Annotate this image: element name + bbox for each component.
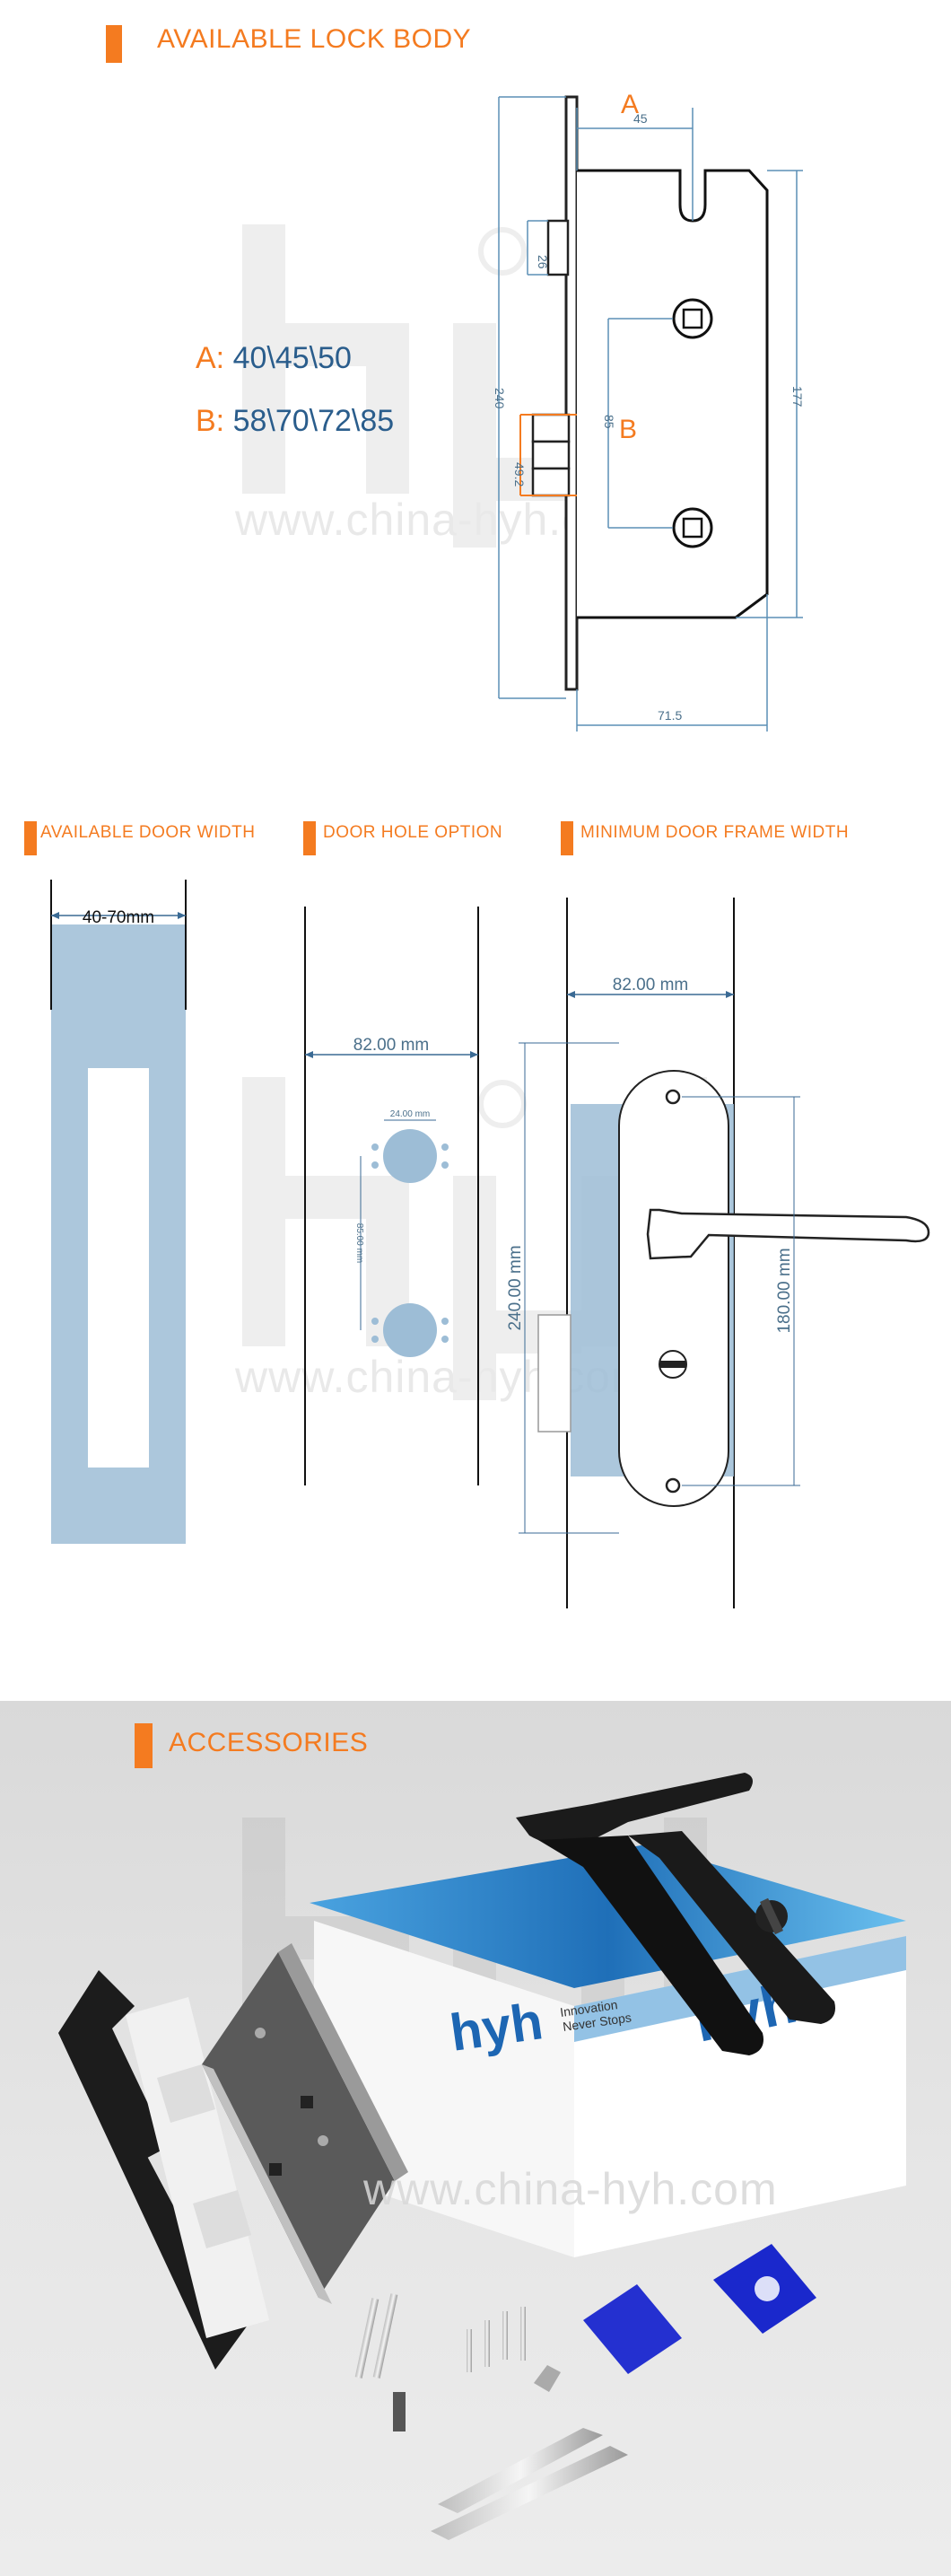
dim-240: 240 — [493, 388, 507, 409]
section-title-door-hole: DOOR HOLE OPTION — [323, 823, 503, 842]
section-title-accessories: ACCESSORIES — [169, 1728, 369, 1757]
door-hole-spacing: 24.00 mm — [390, 1109, 430, 1119]
watermark-url: www.china-hyh.com — [363, 2164, 778, 2214]
accessories-section: ACCESSORIES hyh hyh — [0, 1701, 951, 2576]
dim-85: 85 — [602, 415, 616, 429]
frame-width-value: 82.00 mm — [613, 976, 688, 994]
accessories-illustration: hyh hyh Innovation Never Stops — [58, 1773, 906, 2540]
option-b-row: B: 58\70\72\85 — [196, 404, 394, 439]
option-a-key: A: — [196, 341, 225, 375]
dim-49-2: 49.2 — [512, 462, 527, 486]
section-marker-frame-width — [561, 821, 573, 855]
lock-body-diagram: 45 26 240 177 85 49.2 71.5 A B — [493, 90, 805, 732]
section-marker-accessories — [135, 1723, 153, 1768]
option-b-values: 58\70\72\85 — [232, 404, 395, 438]
dim-177: 177 — [790, 386, 805, 407]
door-width-range: 40-70mm — [83, 908, 154, 927]
section-marker-lock-body — [106, 25, 122, 63]
dim-45: 45 — [633, 111, 648, 126]
label-a: A — [621, 90, 639, 119]
dim-71-5: 71.5 — [658, 708, 682, 723]
section-title-lock-body: AVAILABLE LOCK BODY — [157, 24, 472, 54]
option-a-values: 40\45\50 — [232, 341, 352, 375]
option-b-key: B: — [196, 404, 225, 438]
section-marker-door-hole — [303, 821, 316, 855]
plate-height: 240.00 mm — [506, 1245, 525, 1330]
door-hole-height: 85.00 mm — [354, 1223, 364, 1263]
svg-text:hyh: hyh — [447, 1992, 546, 2063]
label-b: B — [619, 415, 637, 444]
hole-height: 180.00 mm — [775, 1248, 794, 1333]
dim-26: 26 — [536, 255, 550, 269]
section-title-frame-width: MINIMUM DOOR FRAME WIDTH — [580, 823, 850, 842]
section-title-door-width: AVAILABLE DOOR WIDTH — [40, 823, 256, 842]
door-dimensions-diagram: 40-70mm 82.00 mm 24.00 mm 85.00 mm 82.00… — [50, 880, 930, 1608]
door-hole-width: 82.00 mm — [353, 1036, 429, 1055]
section-marker-door-width — [24, 821, 37, 855]
option-a-row: A: 40\45\50 — [196, 341, 352, 376]
